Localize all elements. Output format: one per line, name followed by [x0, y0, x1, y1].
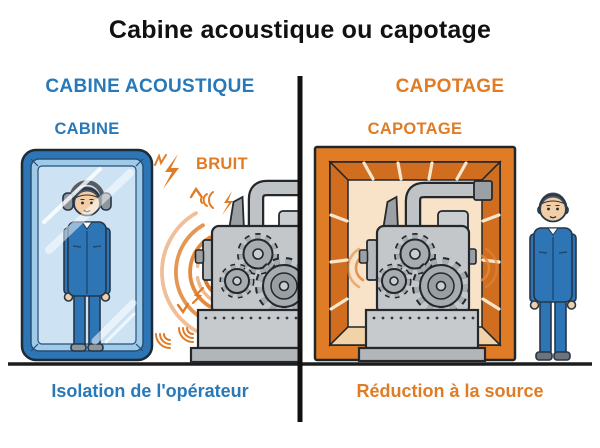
- pipe: [250, 182, 301, 234]
- noise-sparks: [154, 153, 233, 349]
- right-panel-heading: CAPOTAGE: [395, 76, 505, 97]
- chevron-icon: [189, 186, 203, 199]
- lightning-icon: [163, 154, 179, 189]
- worker-avatar: [529, 192, 577, 361]
- noise-label: BRUIT: [196, 155, 248, 173]
- gear-icon: [237, 233, 279, 275]
- zigzag-icon: [191, 286, 205, 305]
- zigzag-icon: [154, 153, 167, 166]
- pipe: [407, 184, 481, 234]
- left-panel-heading: CABINE ACOUSTIQUE: [45, 76, 255, 97]
- gear-icon: [219, 263, 255, 299]
- mini-wave-icon: [178, 327, 194, 343]
- pipe-coupling: [473, 180, 493, 201]
- left-caption: Isolation de l'opérateur: [51, 381, 249, 401]
- rivets: [372, 316, 475, 320]
- right-caption: Réduction à la source: [356, 381, 544, 401]
- machine-left: [189, 179, 301, 364]
- mini-wave-icon: [155, 333, 171, 349]
- machine-base: [364, 308, 480, 350]
- lightning-icon: [222, 191, 233, 215]
- machine-plinth: [189, 346, 301, 364]
- page-title: Cabine acoustique ou capotage: [108, 16, 492, 44]
- chevron-icon: [176, 302, 190, 315]
- machine-plinth: [357, 346, 487, 363]
- cabin-label: CABINE: [54, 120, 120, 138]
- gear-icon: [394, 233, 436, 275]
- mini-wave-icon: [199, 191, 214, 209]
- enclosure-label: CAPOTAGE: [367, 120, 463, 138]
- glass-glare-icon: [42, 167, 137, 345]
- machine-right: [357, 180, 493, 363]
- gear-icon: [376, 263, 412, 299]
- machine-base: [196, 308, 301, 350]
- rivets: [204, 316, 298, 320]
